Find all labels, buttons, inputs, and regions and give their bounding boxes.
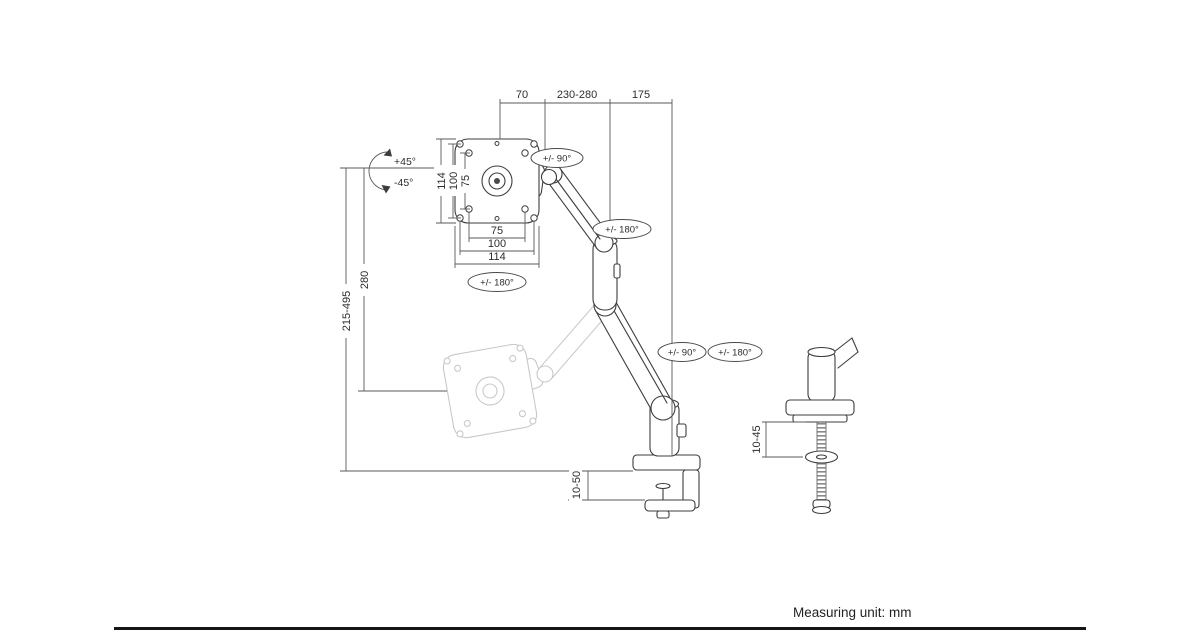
rotation-badge-elbow: +/- 180° (467, 272, 527, 292)
ghost-arm-position (442, 296, 614, 439)
rotation-badge-base-rotation-label: +/- 180° (718, 348, 752, 359)
rotation-badge-forearm: +/- 180° (592, 219, 652, 239)
dim-top-chain: 70 230-280 175 (499, 89, 673, 455)
rotation-badge-base-swivel-label: +/- 90° (668, 348, 697, 359)
dim-label-top-offset: 70 (516, 89, 528, 101)
rotation-badge-base-swivel: +/- 90° (657, 342, 707, 362)
rotation-badge-forearm-label: +/- 180° (605, 225, 639, 236)
vesa-plate-front-view (454, 138, 540, 224)
dim-label-vesa-width-100: 100 (488, 238, 506, 250)
dim-grommet-range: 10-45 (749, 418, 806, 461)
measuring-unit-note: Measuring unit: mm (793, 605, 912, 620)
dimension-annotations: 70 230-280 175 280 215-495 (339, 89, 806, 502)
dim-label-vesa-height-100: 100 (448, 172, 460, 190)
rotation-annotations: +45° -45° +/- 90° +/- 180° +/- 180° +/- … (368, 148, 763, 362)
rotation-badge-base-rotation: +/- 180° (707, 342, 763, 362)
tilt-down-label: -45° (394, 177, 413, 189)
dim-label-arm-extension: 230-280 (557, 89, 597, 101)
tilt-indicator: +45° -45° (368, 148, 416, 194)
dim-label-grommet-range: 10-45 (751, 425, 763, 453)
rotation-badge-elbow-label: +/- 180° (480, 278, 514, 289)
rotation-badge-head-swivel: +/- 90° (530, 148, 584, 168)
tilt-up-label: +45° (394, 156, 416, 168)
dim-vesa-vertical: 114 100 75 (434, 138, 472, 224)
dim-label-vesa-width-75: 75 (491, 225, 503, 237)
dim-label-vesa-height-114: 114 (436, 172, 448, 190)
dim-label-height-range: 215-495 (341, 291, 353, 331)
dim-label-rear-arm: 175 (632, 89, 650, 101)
dim-vesa-horizontal: 75 100 114 (454, 212, 540, 268)
dim-label-vesa-height-75: 75 (460, 175, 472, 187)
bottom-bar (114, 627, 1086, 630)
grommet-mount-detail (785, 337, 859, 515)
dim-clamp-range: 10-50 (568, 469, 645, 502)
dim-label-vesa-width-114: 114 (488, 251, 506, 263)
dim-label-vertical-travel: 280 (359, 271, 371, 289)
desk-clamp (632, 454, 701, 519)
dim-label-clamp-range: 10-50 (571, 471, 583, 499)
dim-left-chain: 280 215-495 (339, 167, 633, 472)
rotation-badge-head-swivel-label: +/- 90° (543, 154, 572, 165)
